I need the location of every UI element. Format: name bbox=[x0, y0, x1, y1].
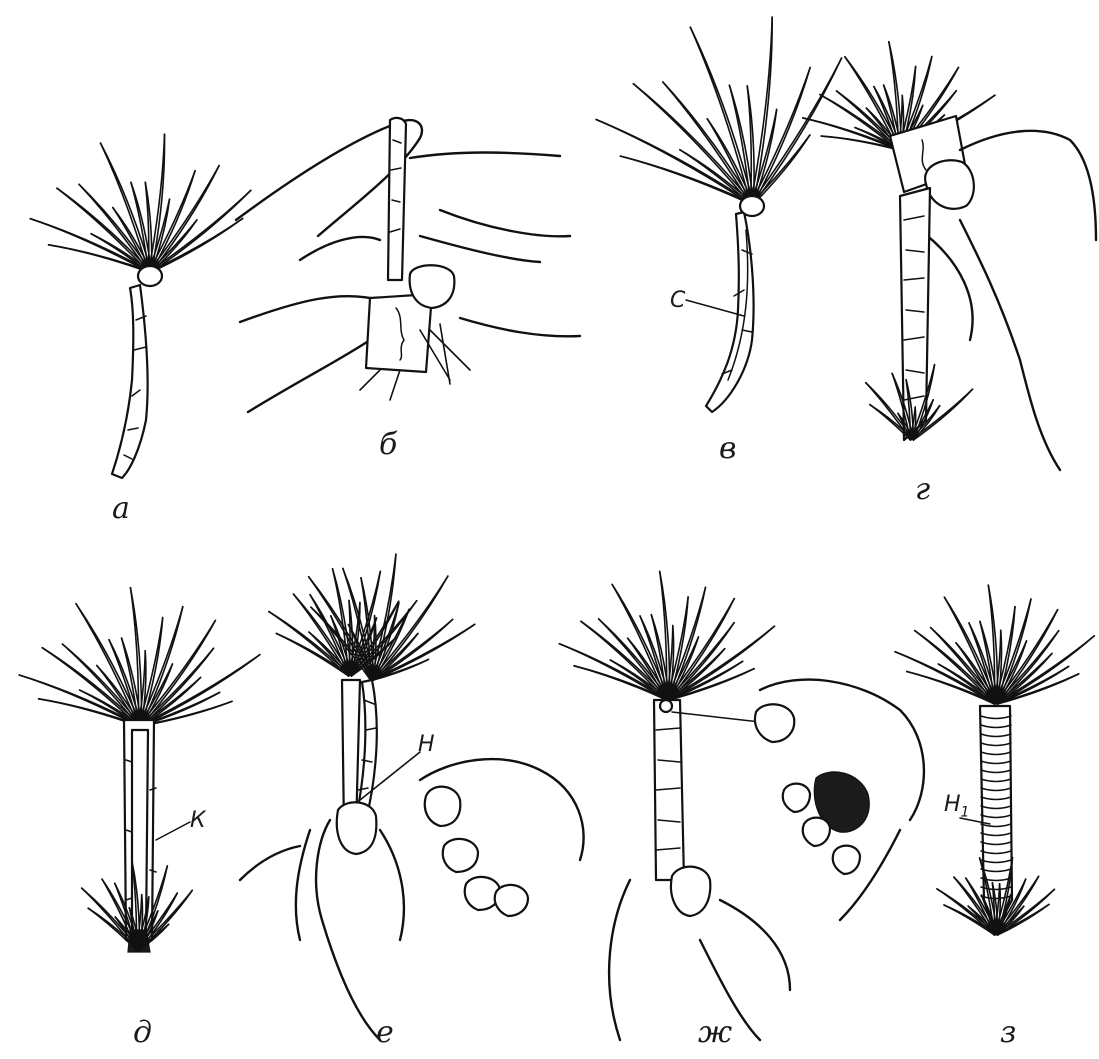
callout-n1: Н1 bbox=[944, 794, 969, 819]
pine-needle bbox=[596, 120, 750, 204]
panel-g-drawing bbox=[803, 42, 1096, 470]
panel-label-b: б bbox=[379, 430, 397, 460]
panel-label-zh: ж bbox=[698, 1018, 732, 1048]
callout-n1-subscript: 1 bbox=[961, 804, 970, 820]
callout-n1-letter: Н bbox=[944, 792, 961, 817]
panel-v-drawing bbox=[596, 17, 841, 412]
pine-needle bbox=[276, 634, 348, 677]
panel-label-a: а bbox=[112, 494, 130, 524]
panel-label-v: в bbox=[719, 434, 736, 464]
panel-d-drawing bbox=[19, 588, 260, 952]
pine-needle bbox=[101, 143, 152, 272]
panel-label-g: г bbox=[915, 475, 930, 505]
panel-e-drawing bbox=[240, 554, 584, 1040]
callout-n: Н bbox=[418, 734, 435, 756]
panel-label-z: з bbox=[1000, 1018, 1016, 1048]
needle-tuft bbox=[30, 134, 251, 272]
panel-label-e: е bbox=[376, 1018, 394, 1048]
callout-k: К bbox=[190, 810, 206, 832]
panel-zh-drawing bbox=[559, 571, 924, 1040]
panel-a-drawing bbox=[30, 134, 251, 478]
panel-z-drawing bbox=[895, 585, 1094, 935]
pine-needle bbox=[79, 184, 151, 272]
panel-b-drawing bbox=[236, 118, 580, 412]
callout-c: С bbox=[670, 290, 685, 312]
panel-label-d: д bbox=[133, 1018, 152, 1048]
